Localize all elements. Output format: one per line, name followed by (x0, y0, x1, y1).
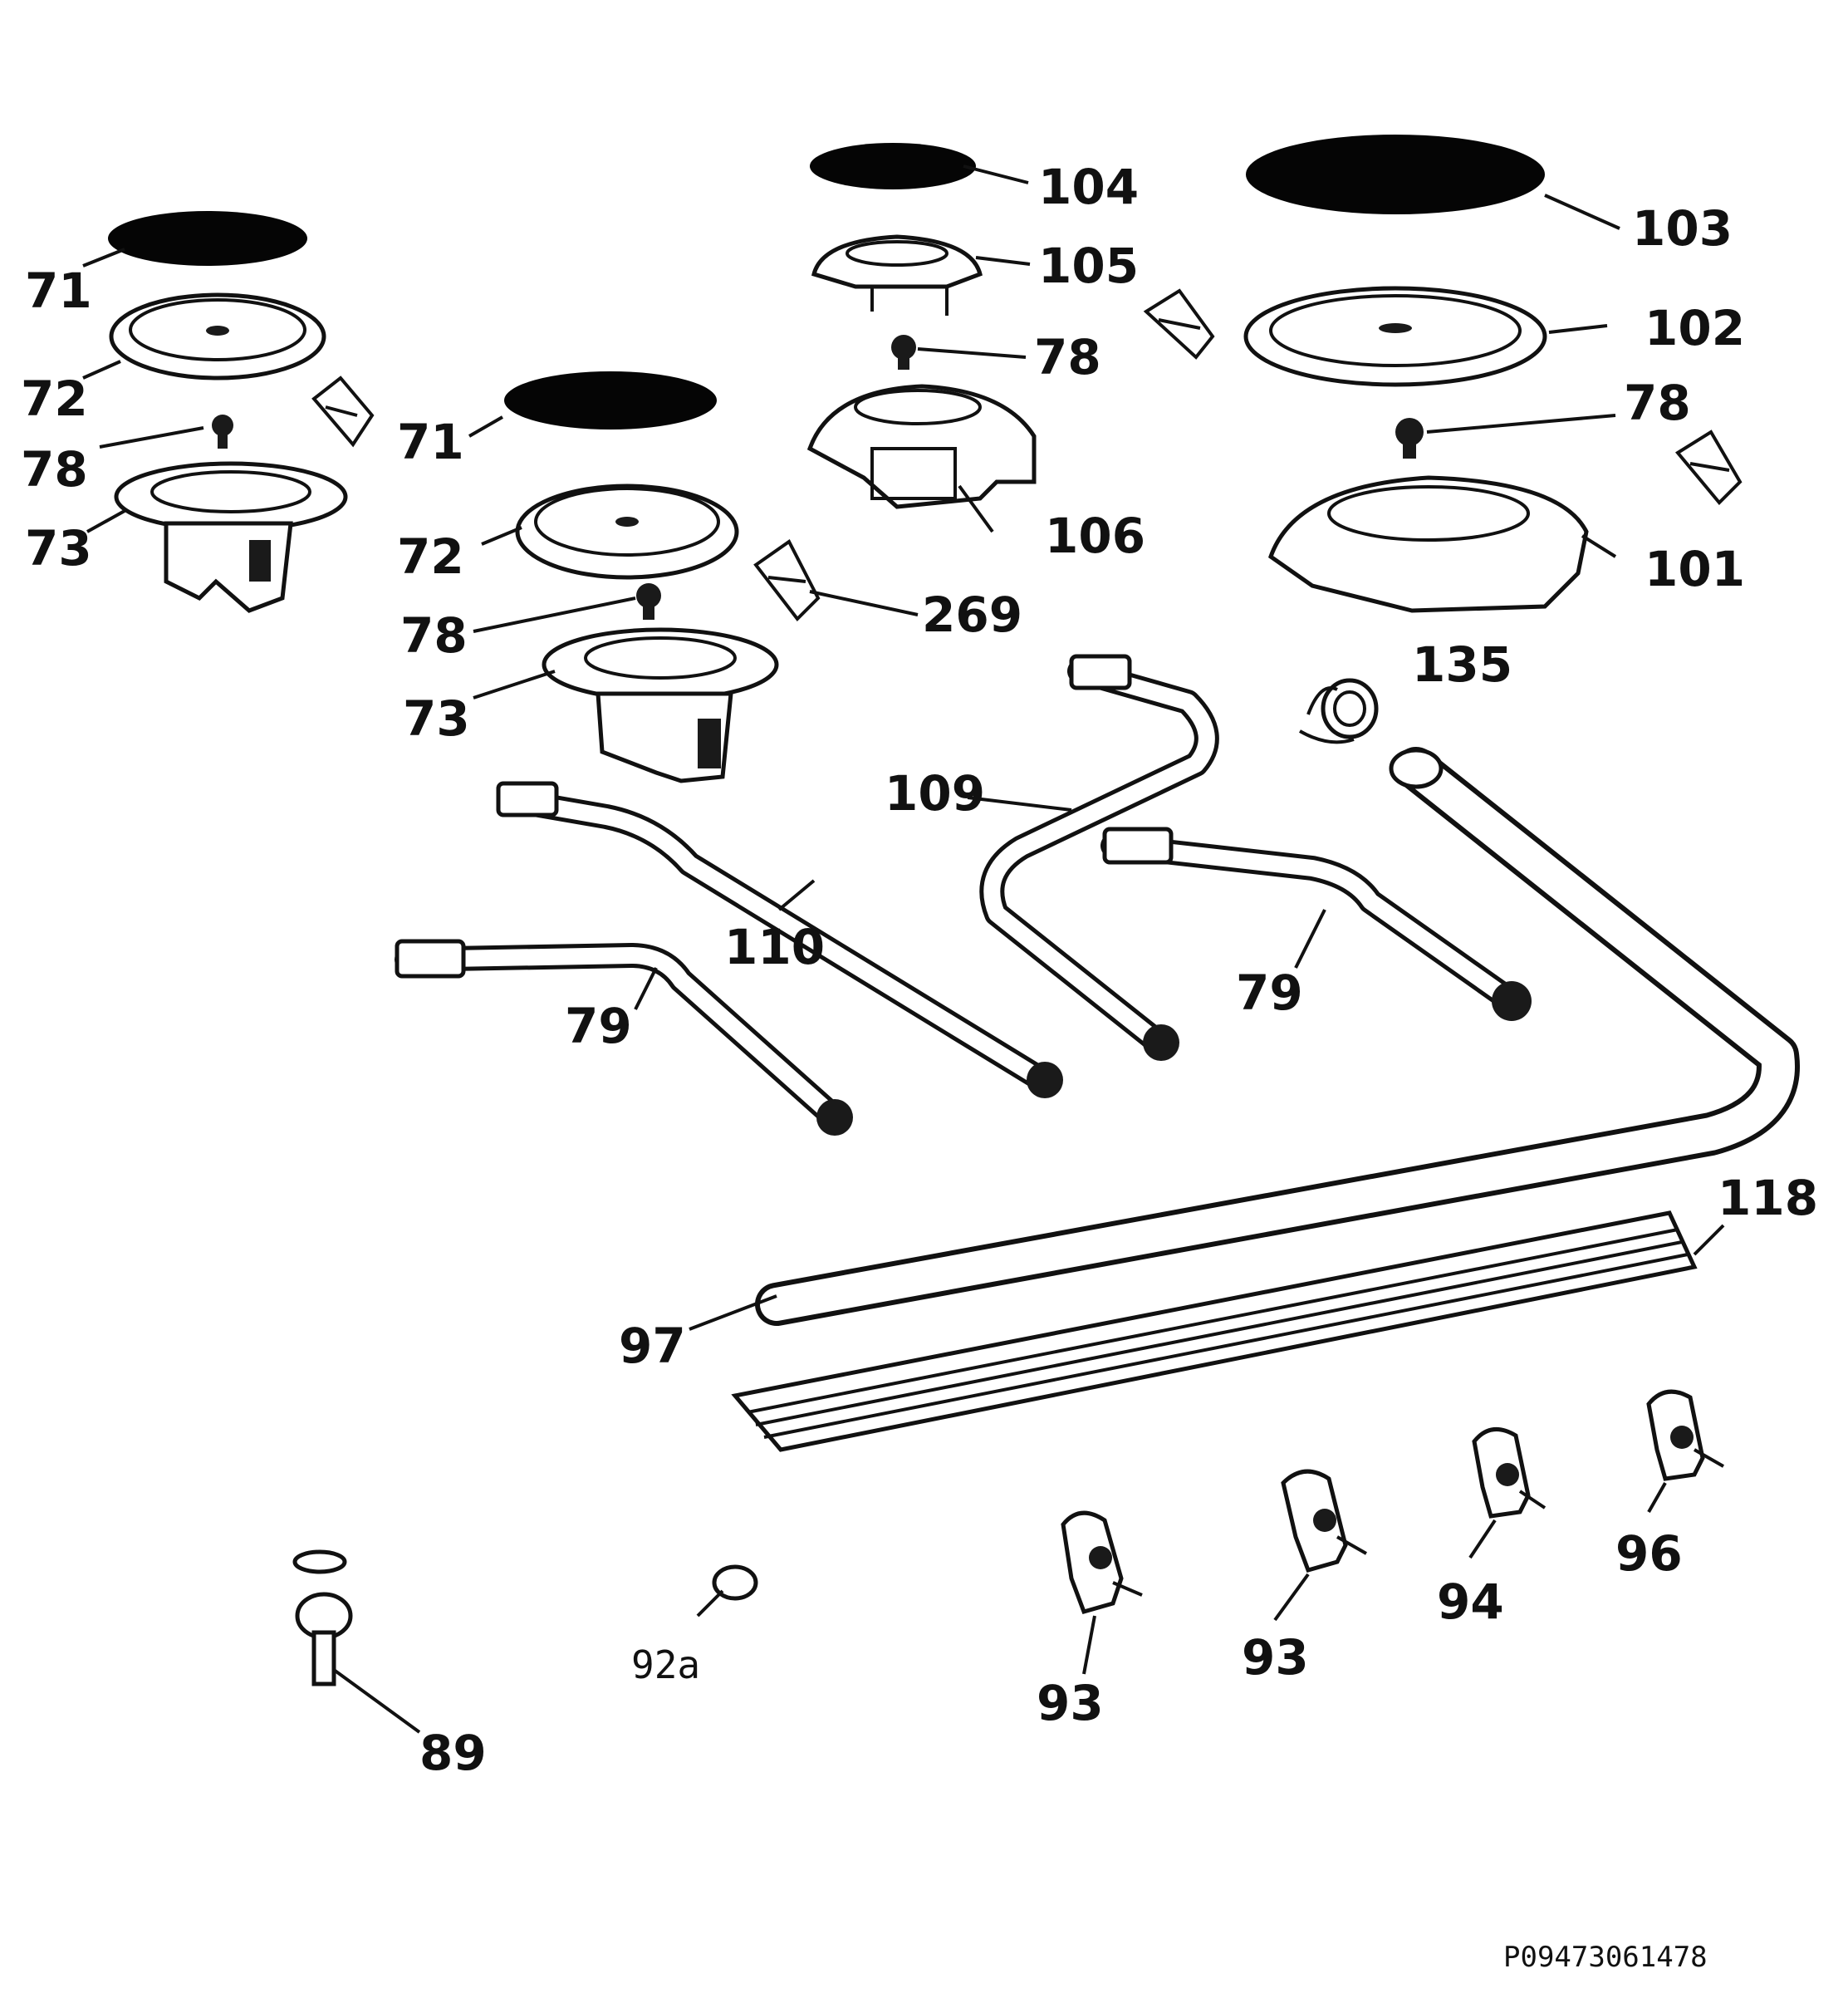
gas-pipe-79-left (395, 939, 853, 1136)
injector-78-middle (636, 583, 661, 620)
gas-tap-93-b (1281, 1469, 1367, 1573)
label-78-right: 78 (1624, 375, 1691, 431)
gas-pipe-109 (979, 654, 1219, 1061)
burner-cap-103 (1246, 135, 1545, 214)
label-89: 89 (419, 1725, 487, 1781)
seal-ring-92a (712, 1564, 758, 1601)
burner-body-73-left (114, 461, 348, 613)
clip-269 (753, 539, 821, 622)
injector-78-left (212, 415, 233, 449)
label-73-left: 73 (25, 520, 92, 577)
label-94: 94 (1437, 1573, 1504, 1630)
gas-pipe-79-right (1100, 827, 1532, 1021)
label-105: 105 (1038, 238, 1139, 294)
reference-code: P09473061478 (1503, 1941, 1708, 1974)
label-78-middle: 78 (400, 607, 468, 664)
injector-78-top (891, 335, 916, 370)
burner-cap-71-middle (504, 371, 717, 430)
gas-tap-94 (1472, 1427, 1547, 1519)
label-106: 106 (1045, 508, 1145, 564)
gas-tap-93-a (1061, 1510, 1143, 1615)
label-71-middle: 71 (397, 414, 464, 470)
burner-crown-105 (811, 234, 983, 316)
burner-cap-71-left (108, 211, 307, 266)
gas-tap-96 (1646, 1389, 1724, 1481)
label-110: 110 (724, 919, 825, 975)
label-102: 102 (1645, 300, 1745, 356)
manifold-bracket-118 (731, 1210, 1698, 1452)
pipe-clamp-135 (1299, 678, 1379, 744)
gas-pipe-110 (496, 781, 1063, 1098)
label-79-right: 79 (1236, 965, 1303, 1021)
leader-lines (82, 164, 1725, 1734)
label-93-b: 93 (1242, 1629, 1309, 1686)
label-73-middle: 73 (403, 690, 470, 747)
label-109: 109 (885, 765, 985, 822)
label-104: 104 (1038, 159, 1139, 215)
label-269: 269 (922, 587, 1022, 643)
label-96: 96 (1615, 1525, 1683, 1582)
label-79-left: 79 (565, 998, 632, 1054)
label-103: 103 (1632, 200, 1733, 257)
burner-body-73-middle (542, 627, 779, 783)
burner-crown-72-left (109, 292, 326, 380)
burner-body-106 (806, 384, 1037, 509)
clip-269-b (1143, 288, 1215, 360)
gas-manifold-97 (755, 747, 1800, 1326)
burner-cap-104 (810, 143, 976, 189)
burner-crown-102 (1243, 286, 1547, 387)
label-118: 118 (1718, 1170, 1818, 1226)
label-78-top: 78 (1034, 329, 1101, 385)
label-97: 97 (619, 1318, 686, 1374)
label-72-left: 72 (21, 371, 88, 427)
injector-78-right (1395, 418, 1424, 459)
clip-269-a (311, 376, 375, 448)
label-93-a: 93 (1037, 1675, 1104, 1731)
label-92a: 92a (631, 1642, 700, 1687)
label-72-middle: 72 (397, 528, 464, 585)
screw-89 (292, 1549, 353, 1686)
label-101: 101 (1645, 541, 1745, 597)
burner-crown-72-middle (515, 484, 739, 580)
label-71-left: 71 (25, 263, 92, 319)
clip-269-c (1674, 430, 1743, 505)
burner-body-101 (1268, 475, 1589, 613)
label-135: 135 (1412, 636, 1512, 693)
label-78-left: 78 (21, 441, 88, 498)
